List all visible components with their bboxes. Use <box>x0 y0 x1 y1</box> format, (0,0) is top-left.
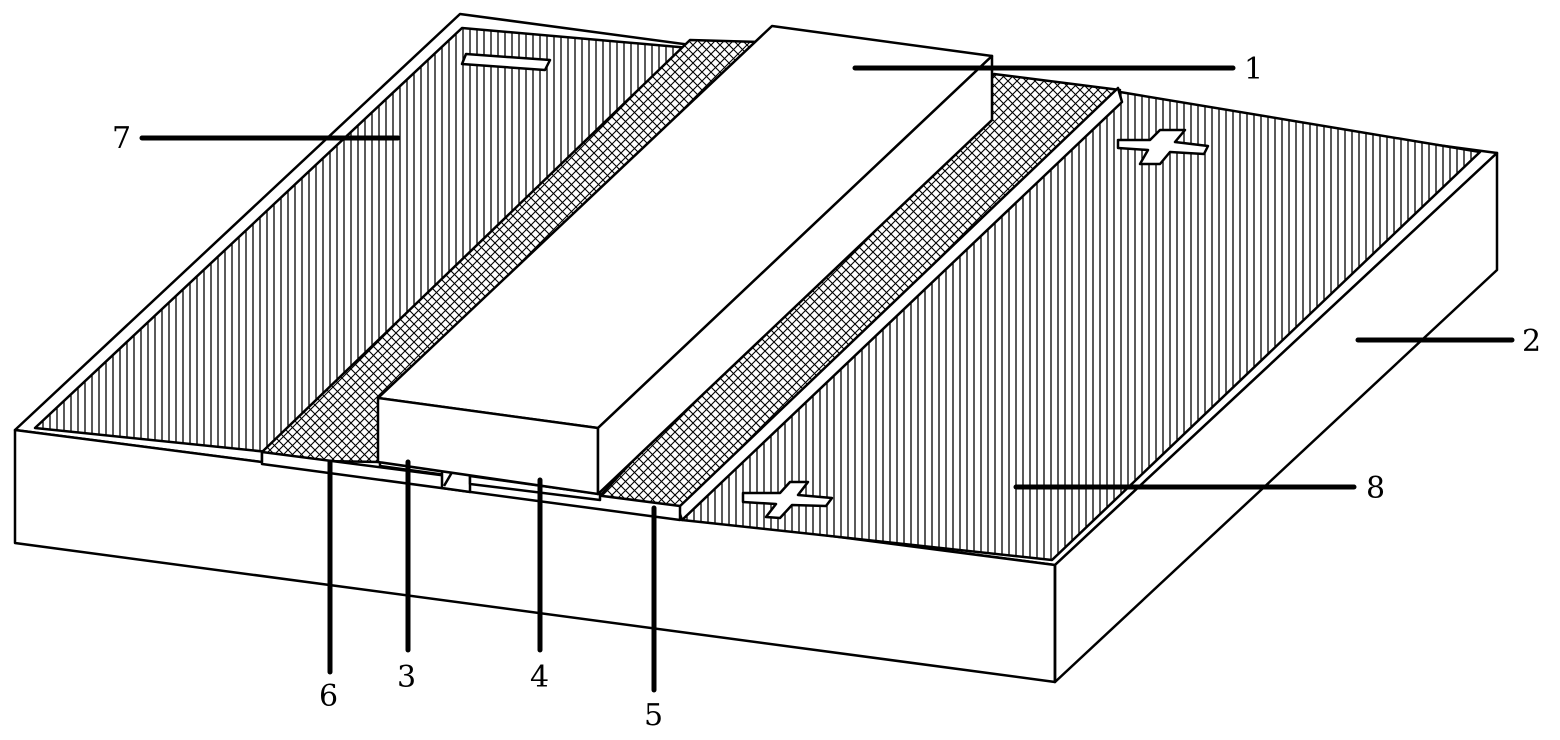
minus-mark <box>460 52 552 72</box>
callout-3: 3 <box>397 660 416 695</box>
callout-6: 6 <box>319 679 338 714</box>
callout-1: 1 <box>1244 52 1263 87</box>
callout-labels: 1 2 3 4 5 6 7 8 <box>112 52 1541 733</box>
raised-block <box>376 24 994 496</box>
callout-8: 8 <box>1366 471 1385 506</box>
callout-5: 5 <box>644 698 663 733</box>
callout-4: 4 <box>530 660 549 695</box>
leader-lines <box>139 65 1515 693</box>
callout-7: 7 <box>112 121 131 156</box>
plus-mark-top <box>1116 128 1210 166</box>
plus-mark-bottom <box>741 480 834 520</box>
callout-2: 2 <box>1522 324 1541 359</box>
